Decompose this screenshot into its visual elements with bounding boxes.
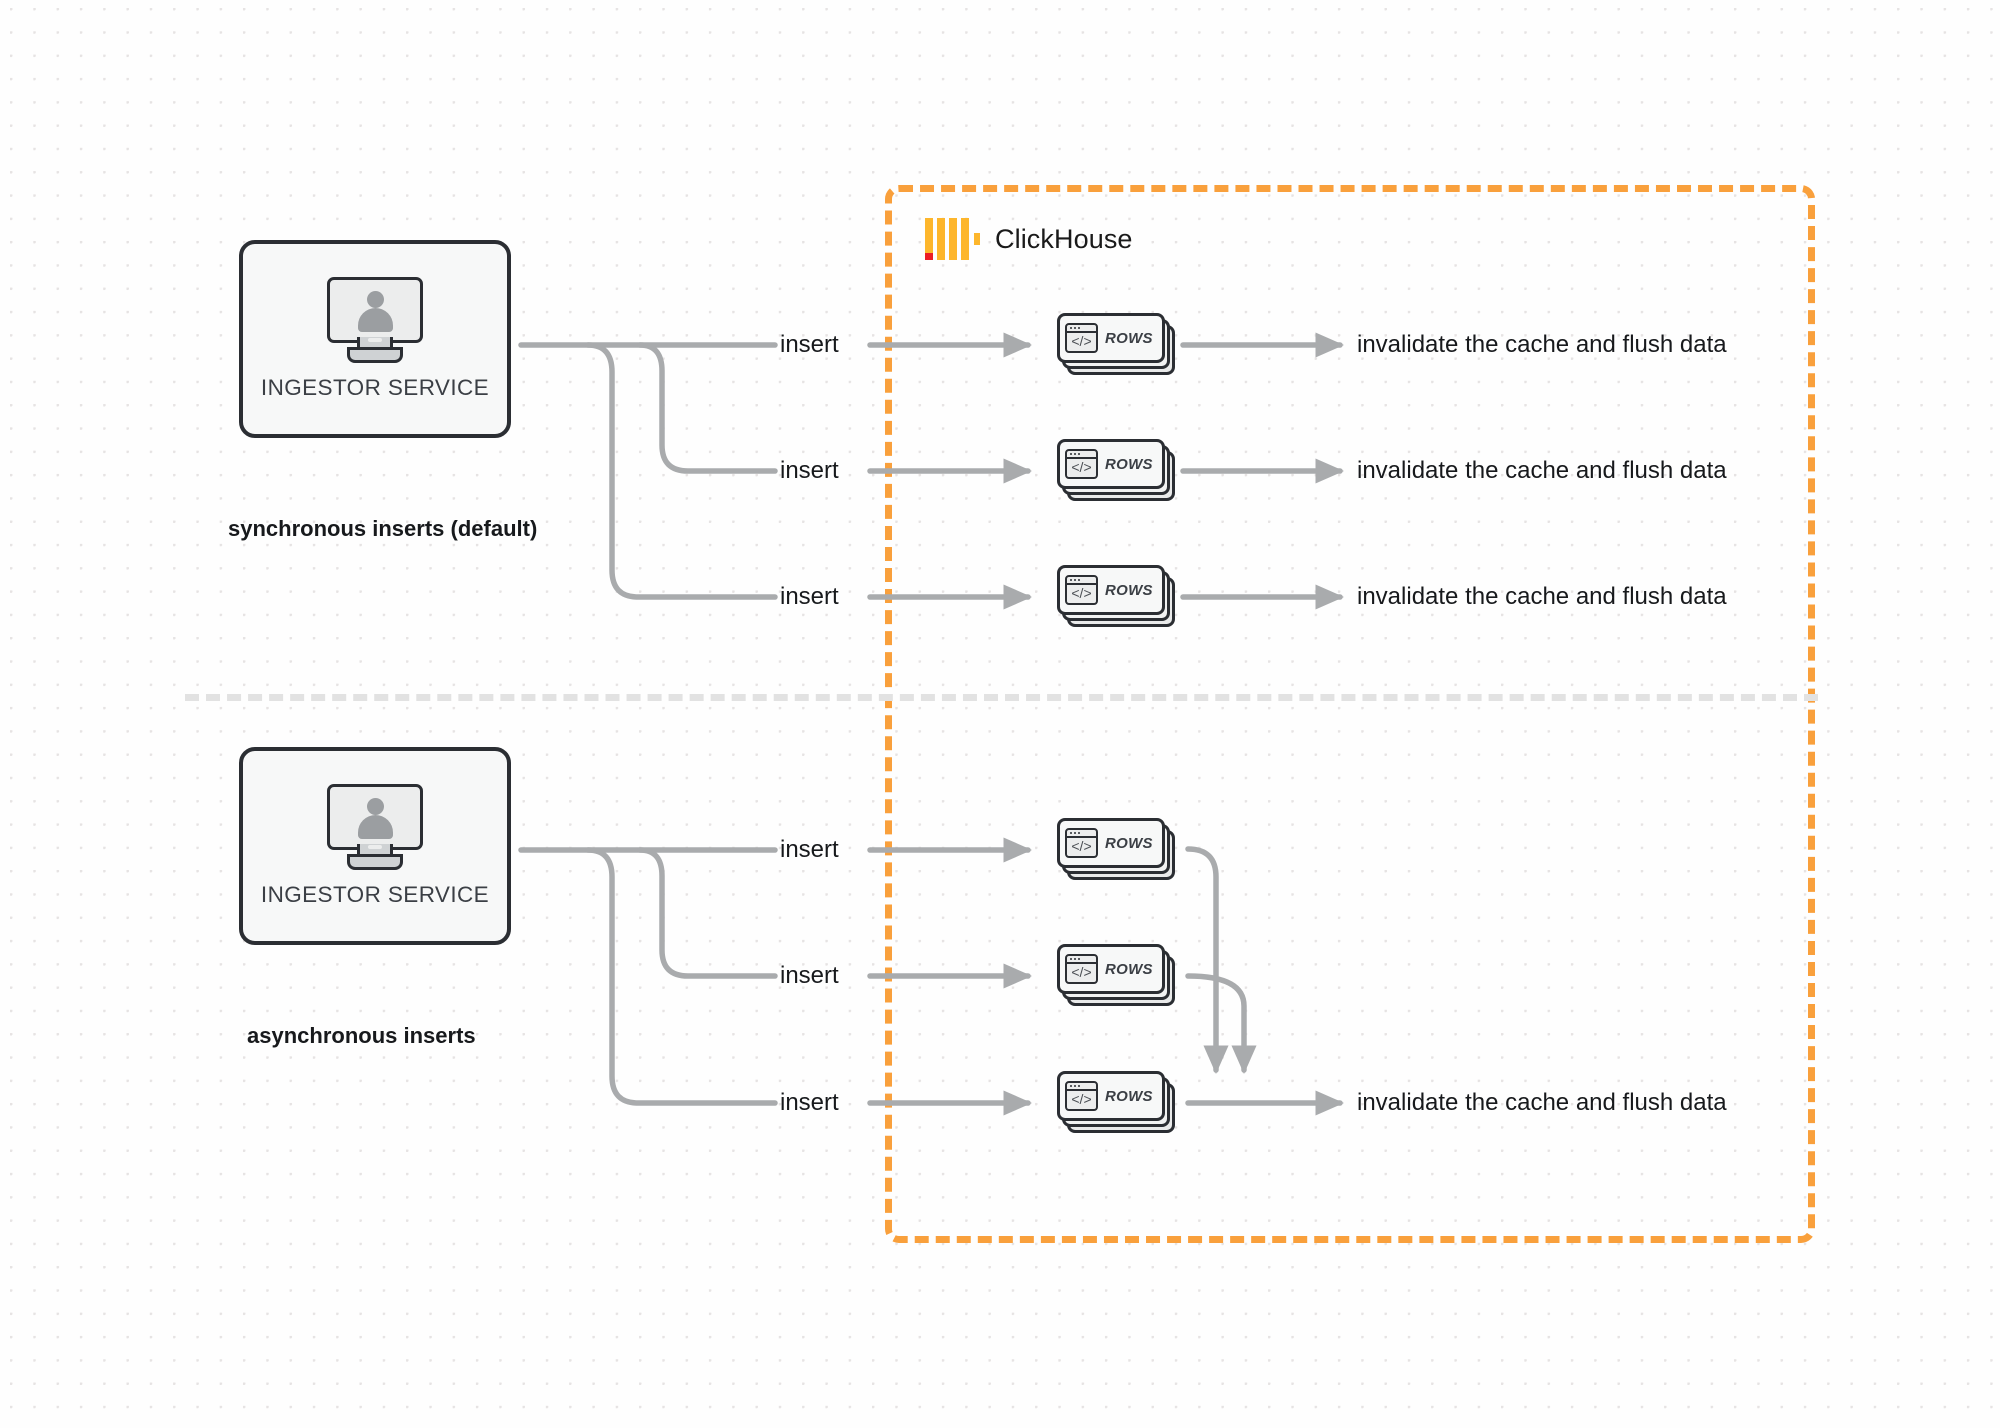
insert-label-sync-3: insert bbox=[780, 583, 839, 610]
rows-node-label: ROWS bbox=[1105, 329, 1153, 347]
rows-node-label: ROWS bbox=[1105, 960, 1153, 978]
wire-async-fanout-row3 bbox=[585, 847, 778, 1106]
outcome-label-sync-3: invalidate the cache and flush data bbox=[1357, 583, 1727, 610]
rows-node-sync-2[interactable]: </> ROWS bbox=[1057, 439, 1175, 501]
code-window-icon: </> bbox=[1065, 449, 1098, 479]
insert-label-sync-1: insert bbox=[780, 331, 839, 358]
insert-label-async-2: insert bbox=[780, 962, 839, 989]
monitor-user-icon bbox=[327, 277, 423, 363]
ingestor-service-sync[interactable]: INGESTOR SERVICE bbox=[239, 240, 511, 438]
insert-label-sync-2: insert bbox=[780, 457, 839, 484]
wire-sync-fanout-row2 bbox=[637, 342, 778, 474]
code-window-icon: </> bbox=[1065, 954, 1098, 984]
clickhouse-boundary bbox=[885, 185, 1815, 1243]
monitor-user-icon bbox=[327, 784, 423, 870]
caption-asynchronous: asynchronous inserts bbox=[247, 1023, 476, 1048]
outcome-label-sync-1: invalidate the cache and flush data bbox=[1357, 331, 1727, 358]
clickhouse-logo-group: ClickHouse bbox=[925, 218, 1133, 260]
insert-label-async-1: insert bbox=[780, 836, 839, 863]
code-window-icon: </> bbox=[1065, 1081, 1098, 1111]
rows-node-label: ROWS bbox=[1105, 834, 1153, 852]
ingestor-service-async[interactable]: INGESTOR SERVICE bbox=[239, 747, 511, 945]
outcome-label-sync-2: invalidate the cache and flush data bbox=[1357, 457, 1727, 484]
clickhouse-logo-red-dot bbox=[925, 252, 933, 260]
rows-node-async-3[interactable]: </> ROWS bbox=[1057, 1071, 1175, 1133]
code-window-icon: </> bbox=[1065, 575, 1098, 605]
outcome-label-async: invalidate the cache and flush data bbox=[1357, 1089, 1727, 1116]
code-window-icon: </> bbox=[1065, 828, 1098, 858]
ingestor-service-label: INGESTOR SERVICE bbox=[260, 375, 490, 400]
rows-node-label: ROWS bbox=[1105, 1087, 1153, 1105]
rows-node-async-1[interactable]: </> ROWS bbox=[1057, 818, 1175, 880]
insert-label-async-3: insert bbox=[780, 1089, 839, 1116]
section-divider bbox=[185, 694, 1818, 701]
rows-node-sync-3[interactable]: </> ROWS bbox=[1057, 565, 1175, 627]
ingestor-service-label: INGESTOR SERVICE bbox=[260, 882, 490, 907]
caption-synchronous: synchronous inserts (default) bbox=[228, 516, 538, 541]
rows-node-async-2[interactable]: </> ROWS bbox=[1057, 944, 1175, 1006]
clickhouse-logo-icon bbox=[925, 218, 980, 260]
wire-sync-fanout-row3 bbox=[585, 342, 778, 600]
wire-async-fanout-row2 bbox=[637, 847, 778, 979]
rows-node-sync-1[interactable]: </> ROWS bbox=[1057, 313, 1175, 375]
rows-node-label: ROWS bbox=[1105, 581, 1153, 599]
rows-node-label: ROWS bbox=[1105, 455, 1153, 473]
code-window-icon: </> bbox=[1065, 323, 1098, 353]
clickhouse-label: ClickHouse bbox=[995, 223, 1133, 254]
